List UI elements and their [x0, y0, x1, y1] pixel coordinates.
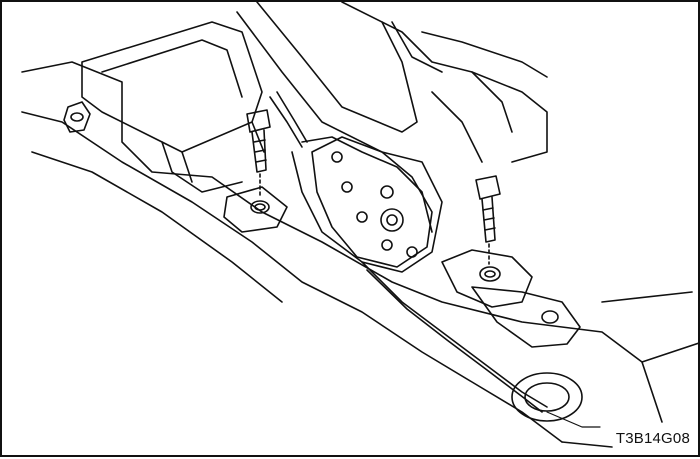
cable-grommet [511, 372, 583, 422]
figure-code: T3B14G08 [615, 430, 690, 447]
mounting-plate [471, 286, 581, 348]
floor-panel [21, 61, 700, 448]
right-mount-hole [441, 249, 533, 308]
parking-brake-lever [236, 2, 443, 273]
rear-structure [341, 2, 548, 163]
corner-nut [63, 101, 91, 133]
left-mount-hole [223, 186, 288, 233]
console-housing [81, 21, 265, 193]
label-leader-line [546, 411, 601, 428]
right-bolt [475, 175, 501, 265]
left-bolt [246, 109, 271, 198]
brake-cable [269, 91, 548, 413]
lever-bracket [311, 136, 433, 268]
